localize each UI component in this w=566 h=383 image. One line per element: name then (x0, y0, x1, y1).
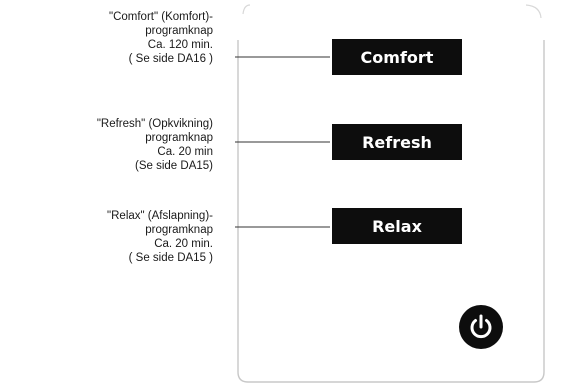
comfort-callout-line-3: Ca. 120 min. (147, 39, 213, 51)
relax-callout-line-4: ( Se side DA15 ) (128, 252, 213, 264)
panel-top-right-corner (525, 4, 542, 19)
relax-button[interactable]: Relax (332, 208, 462, 244)
power-button[interactable] (459, 305, 503, 349)
comfort-button[interactable]: Comfort (332, 39, 462, 75)
comfort-callout-line-1: "Comfort" (Komfort)- (108, 11, 213, 23)
relax-callout-line-3: Ca. 20 min. (154, 238, 213, 250)
refresh-callout-line-1: "Refresh" (Opkvikning) (96, 118, 213, 130)
refresh-callout: "Refresh" (Opkvikning) programknap Ca. 2… (0, 117, 213, 173)
panel-frame (237, 40, 545, 383)
comfort-callout-line-4: ( Se side DA16 ) (128, 53, 213, 65)
relax-callout-line-1: "Relax" (Afslapning)- (107, 210, 213, 222)
comfort-callout: "Comfort" (Komfort)- programknap Ca. 120… (0, 10, 213, 66)
relax-callout: "Relax" (Afslapning)- programknap Ca. 20… (0, 209, 213, 265)
comfort-callout-line-2: programknap (145, 25, 213, 37)
power-icon (470, 314, 492, 339)
refresh-button[interactable]: Refresh (332, 124, 462, 160)
panel-top-left-corner (242, 4, 251, 15)
refresh-callout-line-3: Ca. 20 min (157, 146, 213, 158)
relax-callout-line-2: programknap (145, 224, 213, 236)
refresh-callout-line-2: programknap (145, 132, 213, 144)
refresh-callout-line-4: (Se side DA15) (135, 160, 213, 172)
